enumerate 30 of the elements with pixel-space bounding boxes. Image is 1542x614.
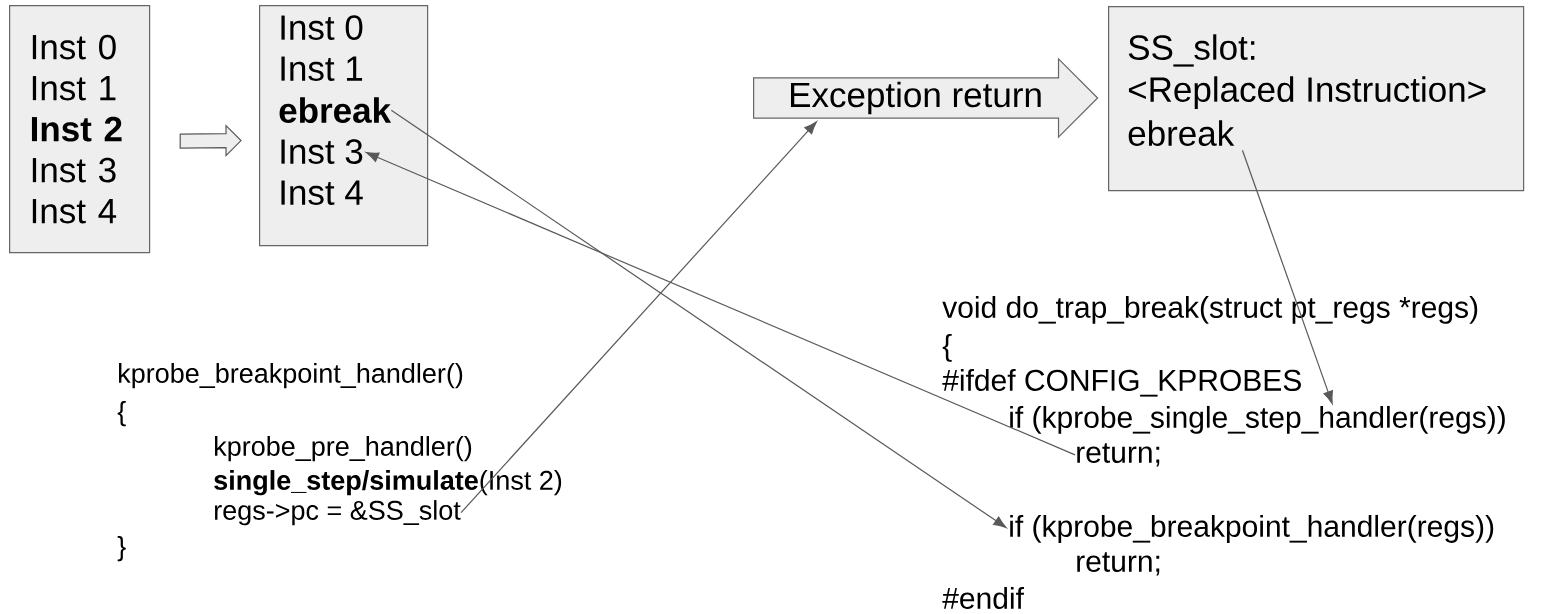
instruction-line: Inst 0 bbox=[281, 15, 363, 40]
code-line: void do_trap_break(struct pt_regs *regs) bbox=[942, 295, 1478, 324]
arrow bbox=[460, 121, 817, 514]
code-line: return; bbox=[1077, 443, 1160, 467]
slot-line: <Replaced Instruction> bbox=[1128, 76, 1486, 109]
instruction-box: Inst 0 Inst 1 Inst 2 Inst 3 Inst 4 bbox=[9, 5, 151, 254]
code-line: single_step/simulate(Inst 2) bbox=[214, 470, 562, 496]
slot-line: ebreak bbox=[1128, 120, 1235, 146]
instruction-line: Inst 4 bbox=[281, 180, 363, 205]
code-line: return; bbox=[1077, 552, 1160, 576]
instruction-box bbox=[259, 5, 429, 247]
hollow-arrow bbox=[179, 124, 242, 158]
code-line: #ifdef CONFIG_KPROBES bbox=[942, 368, 1301, 397]
arrow bbox=[365, 152, 1076, 456]
code-line: if (kprobe_breakpoint_handler(regs)) bbox=[1010, 514, 1494, 543]
arrow bbox=[1241, 149, 1333, 404]
code-line: #endif bbox=[942, 586, 1024, 609]
instruction-line: Inst 1 bbox=[281, 56, 363, 81]
slot-line: SS_slot: bbox=[1128, 34, 1255, 67]
code-line: { bbox=[942, 333, 952, 362]
slot-box bbox=[1108, 6, 1525, 192]
code-line: kprobe_pre_handler() bbox=[215, 436, 472, 462]
code-line: if (kprobe_single_step_handler(regs)) bbox=[1010, 405, 1505, 434]
instruction-line: ebreak bbox=[279, 97, 392, 123]
instruction-line: Inst 3 bbox=[281, 139, 363, 164]
code-line: regs->pc = &SS_slot bbox=[215, 500, 461, 526]
arrow bbox=[390, 109, 1007, 529]
code-line: } bbox=[117, 536, 126, 562]
code-line: kprobe_breakpoint_handler() bbox=[119, 363, 463, 389]
code-line: { bbox=[117, 401, 126, 427]
